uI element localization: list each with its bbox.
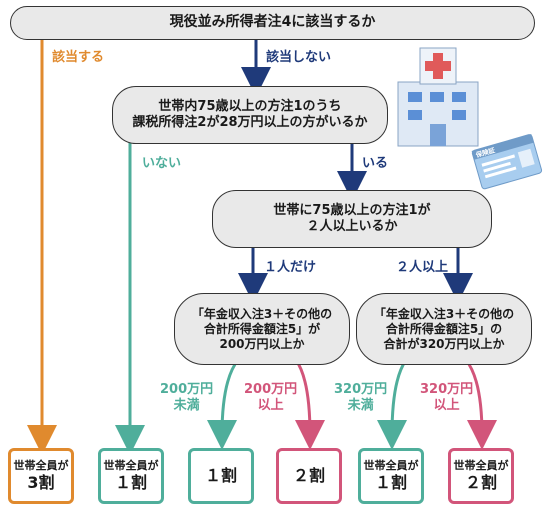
node-q3-line1: 世帯に75歳以上の方注1が xyxy=(273,202,431,218)
result-box: ２割 xyxy=(276,448,342,504)
label-a-under-line2: 未満 xyxy=(173,397,200,413)
node-q4b-line2: 合計所得金額注5」の xyxy=(385,321,503,336)
result-box: １割 xyxy=(188,448,254,504)
arrow-a-over xyxy=(294,359,325,450)
label-b-under: 320万円 未満 xyxy=(334,382,387,413)
label-b-under-line2: 未満 xyxy=(347,397,374,413)
insurance-card-icon: 保険証 xyxy=(471,133,543,190)
node-q4a-line2: 合計所得金額注5」が xyxy=(203,321,321,336)
result-box: 世帯全員が １割 xyxy=(358,448,424,504)
hospital-icon xyxy=(397,47,479,147)
label-one-only: １人だけ xyxy=(264,260,317,275)
node-q4a-line3: 200万円以上か xyxy=(219,336,305,351)
node-q4b-line3: 合計が320万円以上か xyxy=(383,336,505,351)
node-root-text: 現役並み所得者注4に該当するか xyxy=(169,14,376,31)
label-two-or-more: ２人以上 xyxy=(396,260,449,275)
arrow-b-under xyxy=(377,359,408,450)
result-bottom: １割 xyxy=(114,473,147,493)
arrow-a-under xyxy=(207,359,240,450)
result-bottom: ２割 xyxy=(464,473,497,493)
label-a-over: 200万円 以上 xyxy=(244,382,297,413)
node-root: 現役並み所得者注4に該当するか xyxy=(10,6,535,40)
label-b-over-line2: 以上 xyxy=(433,397,460,413)
node-q4b: 「年金収入注3＋その他の 合計所得金額注5」の 合計が320万円以上か xyxy=(356,293,532,365)
result-box: 世帯全員が １割 xyxy=(98,448,164,504)
label-applicable: 該当する xyxy=(52,50,105,65)
label-a-under-line1: 200万円 xyxy=(160,382,214,397)
result-bottom: 3割 xyxy=(27,473,55,493)
node-q4b-line1: 「年金収入注3＋その他の xyxy=(373,306,515,321)
label-a-over-line1: 200万円 xyxy=(244,382,298,397)
result-top: 世帯全員が xyxy=(363,458,419,472)
label-exists: いる xyxy=(362,156,389,171)
node-q2-line1: 世帯内75歳以上の方注1のうち xyxy=(158,98,342,114)
label-none: いない xyxy=(142,156,182,171)
node-q3-line2: ２人以上いるか xyxy=(306,219,398,234)
label-not-applicable: 該当しない xyxy=(266,50,332,65)
label-a-under: 200万円 未満 xyxy=(160,382,213,413)
label-b-over: 320万円 以上 xyxy=(420,382,473,413)
node-q4a: 「年金収入注3＋その他の 合計所得金額注5」が 200万円以上か xyxy=(174,293,350,365)
label-a-over-line2: 以上 xyxy=(257,397,284,413)
result-bottom: ２割 xyxy=(292,465,325,485)
result-box: 世帯全員が 3割 xyxy=(8,448,74,504)
node-q2-line2: 課税所得注2が28万円以上の方がいるか xyxy=(132,115,368,130)
node-q4a-line1: 「年金収入注3＋その他の xyxy=(191,306,333,321)
node-q3: 世帯に75歳以上の方注1が ２人以上いるか xyxy=(212,190,492,248)
result-top: 世帯全員が xyxy=(453,458,509,472)
result-bottom: １割 xyxy=(374,473,407,493)
result-box: 世帯全員が ２割 xyxy=(448,448,514,504)
result-top: 世帯全員が xyxy=(103,458,159,472)
label-b-under-line1: 320万円 xyxy=(334,382,388,397)
result-bottom: １割 xyxy=(204,465,237,485)
label-b-over-line1: 320万円 xyxy=(420,382,474,397)
result-top: 世帯全員が xyxy=(13,458,69,472)
node-q2: 世帯内75歳以上の方注1のうち 課税所得注2が28万円以上の方がいるか xyxy=(112,86,388,144)
